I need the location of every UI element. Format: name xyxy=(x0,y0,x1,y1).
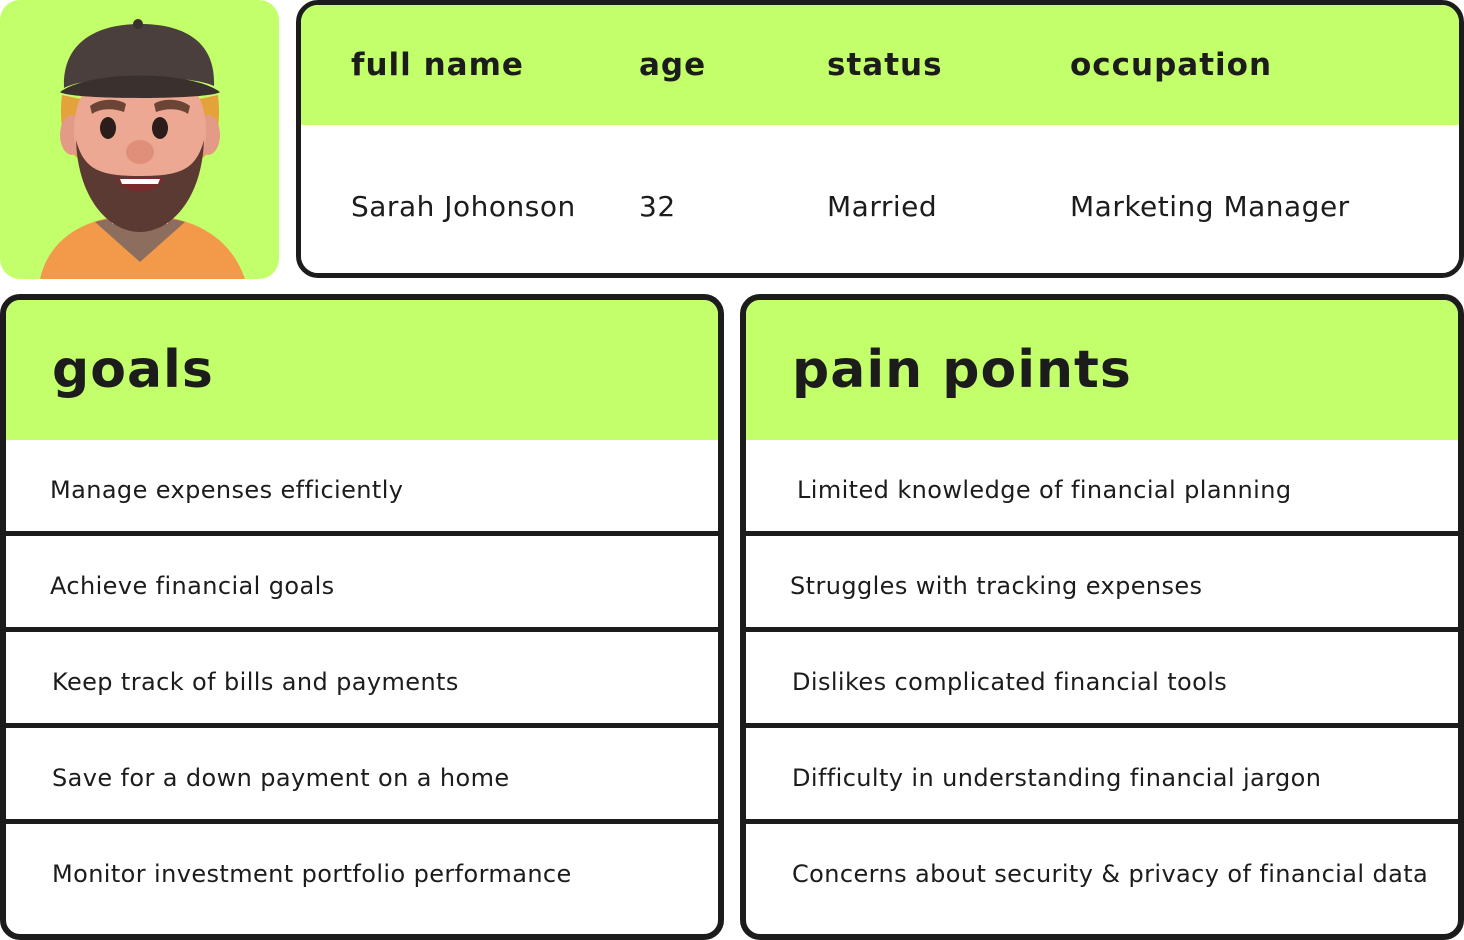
pain-point-text: Dislikes complicated financial tools xyxy=(792,668,1228,696)
goal-text: Save for a down payment on a home xyxy=(52,764,510,792)
list-item: Keep track of bills and payments xyxy=(6,632,718,728)
pain-point-text: Struggles with tracking expenses xyxy=(790,572,1203,600)
list-item: Difficulty in understanding financial ja… xyxy=(746,728,1458,824)
list-item: Save for a down payment on a home xyxy=(6,728,718,824)
avatar-illustration xyxy=(40,19,245,279)
goal-text: Achieve financial goals xyxy=(50,572,335,600)
full-name-header: full name xyxy=(351,47,524,83)
avatar xyxy=(0,0,279,279)
profile-card: full name age status occupation Sarah Jo… xyxy=(296,0,1464,278)
goal-text: Manage expenses efficiently xyxy=(50,476,404,504)
age-header: age xyxy=(639,47,707,83)
list-item: Limited knowledge of financial planning xyxy=(746,440,1458,536)
goals-header: goals xyxy=(6,300,718,440)
list-item: Concerns about security & privacy of fin… xyxy=(746,824,1458,920)
occupation-header: occupation xyxy=(1070,47,1273,83)
age-value: 32 xyxy=(639,190,676,223)
list-item: Manage expenses efficiently xyxy=(6,440,718,536)
goals-title: goals xyxy=(52,340,214,400)
goal-text: Monitor investment portfolio performance xyxy=(52,860,572,888)
occupation-value: Marketing Manager xyxy=(1070,190,1350,223)
goal-text: Keep track of bills and payments xyxy=(52,668,459,696)
list-item: Achieve financial goals xyxy=(6,536,718,632)
profile-value-row: Sarah Johonson 32 Married Marketing Mana… xyxy=(301,125,1459,273)
list-item: Monitor investment portfolio performance xyxy=(6,824,718,920)
pain-point-text: Limited knowledge of financial planning xyxy=(797,476,1292,504)
pain-points-title: pain points xyxy=(792,340,1132,400)
status-header: status xyxy=(827,47,943,83)
goals-card: goals Manage expenses efficiently Achiev… xyxy=(0,294,724,940)
status-value: Married xyxy=(827,190,938,223)
full-name-value: Sarah Johonson xyxy=(351,190,576,223)
list-item: Struggles with tracking expenses xyxy=(746,536,1458,632)
list-item: Dislikes complicated financial tools xyxy=(746,632,1458,728)
profile-header-row: full name age status occupation xyxy=(301,5,1459,125)
pain-points-header: pain points xyxy=(746,300,1458,440)
pain-point-text: Concerns about security & privacy of fin… xyxy=(792,860,1429,888)
pain-point-text: Difficulty in understanding financial ja… xyxy=(792,764,1322,792)
pain-points-card: pain points Limited knowledge of financi… xyxy=(740,294,1464,940)
